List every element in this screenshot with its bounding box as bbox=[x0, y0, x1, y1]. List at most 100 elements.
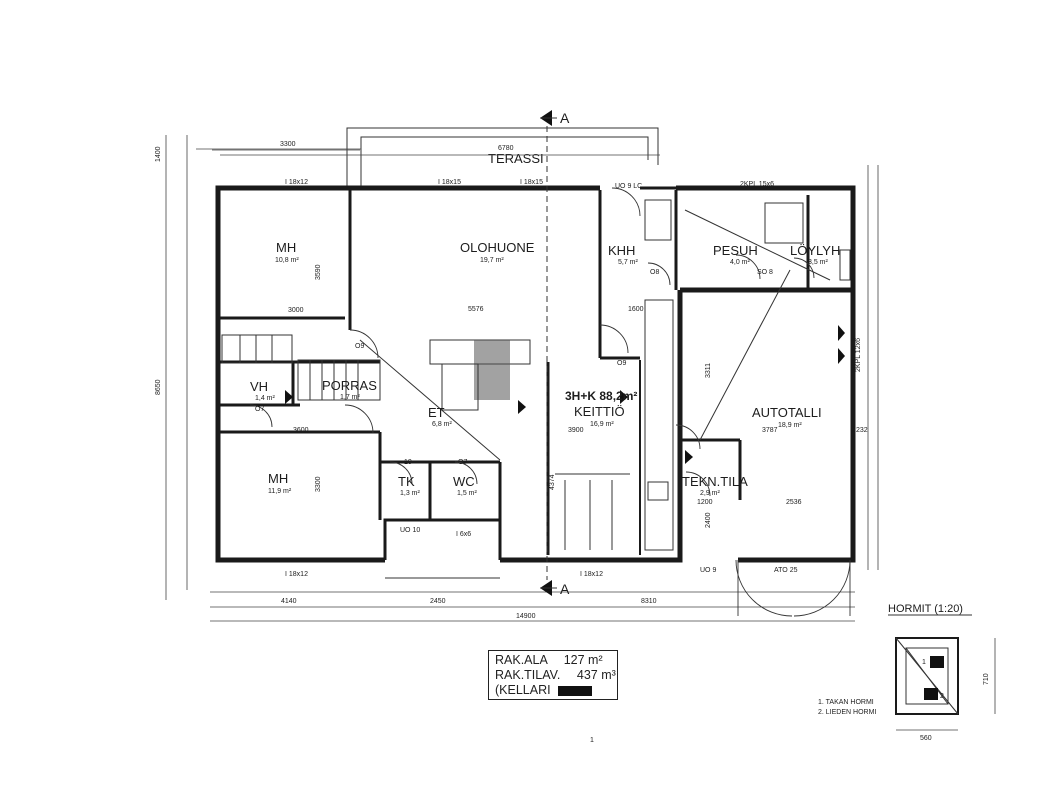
hormit-num-2: 2 bbox=[940, 693, 944, 700]
room-wc: WC bbox=[453, 474, 475, 489]
room-tk: TK bbox=[398, 474, 415, 489]
svg-text:O9: O9 bbox=[617, 360, 626, 367]
room-pesuh-area: 4,0 m² bbox=[730, 259, 751, 266]
redacted-block bbox=[558, 685, 593, 696]
svg-text:O7: O7 bbox=[255, 406, 264, 413]
interior-dimensions: 3590 3000 5576 1600 3600 3300 3900 4374 … bbox=[288, 264, 868, 528]
svg-text:I 18x12: I 18x12 bbox=[285, 179, 308, 186]
hormit-width: 560 bbox=[920, 735, 932, 742]
room-tekn-tila-area: 2,9 m² bbox=[700, 490, 721, 497]
room-porras-area: 1,7 m² bbox=[340, 394, 361, 401]
room-olohuone-area: 19,7 m² bbox=[480, 257, 504, 264]
rak-ala-label: RAK.ALA bbox=[495, 653, 548, 667]
room-tk-area: 1,3 m² bbox=[400, 490, 421, 497]
room-et: ET bbox=[428, 405, 445, 420]
dim-14900: 14900 bbox=[516, 613, 536, 620]
dim-2450: 2450 bbox=[430, 598, 446, 605]
svg-text:3300: 3300 bbox=[315, 476, 322, 492]
dim-1400: 1400 bbox=[155, 146, 162, 162]
room-vh-area: 1,4 m² bbox=[255, 395, 276, 402]
window-labels: I 18x12 I 18x15 I 18x15 2KPL 15x6 I 18x1… bbox=[285, 179, 862, 578]
svg-text:3000: 3000 bbox=[288, 307, 304, 314]
room-mh-2: MH bbox=[268, 471, 288, 486]
svg-text:4374: 4374 bbox=[549, 474, 556, 490]
section-markers: A A bbox=[540, 110, 570, 597]
room-mh-1: MH bbox=[276, 240, 296, 255]
building-stats-box: RAK.ALA 127 m² RAK.TILAV. 437 m³ (KELLAR… bbox=[488, 650, 618, 700]
svg-text:5576: 5576 bbox=[468, 306, 484, 313]
svg-text:O9: O9 bbox=[355, 343, 364, 350]
svg-text:O8: O8 bbox=[650, 269, 659, 276]
svg-text:10: 10 bbox=[404, 459, 412, 466]
room-keittio: KEITTIÖ bbox=[574, 404, 625, 419]
rak-ala-row: RAK.ALA 127 m² bbox=[495, 653, 611, 668]
svg-text:3590: 3590 bbox=[315, 264, 322, 280]
door-labels: UO 9 LC UO 9 UO 10 ATO 25 O9 O9 O7 O7 O8… bbox=[255, 183, 798, 574]
room-loylyh-area: 3,5 m² bbox=[808, 259, 829, 266]
kellari-label: (KELLARI bbox=[495, 683, 551, 697]
svg-text:1200: 1200 bbox=[697, 499, 713, 506]
room-olohuone: OLOHUONE bbox=[460, 240, 535, 255]
room-wc-area: 1,5 m² bbox=[457, 490, 478, 497]
room-khh: KHH bbox=[608, 243, 635, 258]
dim-3300-top: 3300 bbox=[280, 141, 296, 148]
dim-8310: 8310 bbox=[641, 598, 657, 605]
interior-walls bbox=[220, 190, 851, 555]
room-vh: VH bbox=[250, 379, 268, 394]
svg-text:2536: 2536 bbox=[786, 499, 802, 506]
dimension-lines: 3300 6780 1400 8650 4140 2450 8310 14900 bbox=[155, 135, 879, 622]
rak-tilav-value: 437 m³ bbox=[576, 668, 616, 682]
hormit-detail: HORMIT (1:20) 1 2 560 710 1. TAKAN HORMI… bbox=[818, 603, 996, 742]
room-mh-2-area: 11,9 m² bbox=[268, 488, 292, 495]
svg-text:ATO 25: ATO 25 bbox=[774, 567, 798, 574]
room-mh-1-area: 10,8 m² bbox=[275, 257, 299, 264]
hormit-title: HORMIT (1:20) bbox=[888, 603, 963, 615]
svg-text:UO 9: UO 9 bbox=[700, 567, 716, 574]
svg-text:2400: 2400 bbox=[705, 512, 712, 528]
room-keittio-area: 16,9 m² bbox=[590, 421, 614, 428]
room-tekn-tila: TEKN.TILA bbox=[682, 474, 748, 489]
hormit-height: 710 bbox=[983, 673, 990, 685]
kellari-row: (KELLARI bbox=[495, 683, 611, 698]
terrace: TERASSI bbox=[346, 127, 659, 186]
section-label-bottom: A bbox=[560, 581, 570, 597]
svg-text:SO 8: SO 8 bbox=[757, 269, 773, 276]
svg-text:232: 232 bbox=[856, 427, 868, 434]
svg-text:3311: 3311 bbox=[705, 363, 712, 378]
svg-text:O7: O7 bbox=[458, 459, 467, 466]
rak-tilav-label: RAK.TILAV. bbox=[495, 668, 561, 682]
svg-text:UO 9 LC: UO 9 LC bbox=[615, 183, 642, 190]
hormit-num-1: 1 bbox=[922, 659, 926, 666]
room-terassi: TERASSI bbox=[488, 151, 544, 166]
room-pesuh: PESUH bbox=[713, 243, 758, 258]
room-autotalli-area: 18,9 m² bbox=[778, 422, 802, 429]
svg-text:3600: 3600 bbox=[293, 427, 309, 434]
dim-6780: 6780 bbox=[498, 145, 514, 152]
room-khh-area: 5,7 m² bbox=[618, 259, 639, 266]
dim-8650: 8650 bbox=[155, 379, 162, 395]
room-porras: PORRAS bbox=[322, 378, 377, 393]
page-number: 1 bbox=[590, 737, 594, 744]
svg-text:3787: 3787 bbox=[762, 427, 778, 434]
rak-tilav-row: RAK.TILAV. 437 m³ bbox=[495, 668, 616, 683]
svg-text:I 18x15: I 18x15 bbox=[520, 179, 543, 186]
doors bbox=[249, 187, 851, 617]
svg-text:I 18x12: I 18x12 bbox=[285, 571, 308, 578]
room-et-area: 6,8 m² bbox=[432, 421, 453, 428]
dim-4140: 4140 bbox=[281, 598, 297, 605]
svg-text:I 18x12: I 18x12 bbox=[580, 571, 603, 578]
svg-text:1600: 1600 bbox=[628, 306, 644, 313]
svg-text:2KPL 15x6: 2KPL 15x6 bbox=[740, 181, 774, 188]
svg-text:2KPL 12x6: 2KPL 12x6 bbox=[855, 338, 862, 372]
room-autotalli: AUTOTALLI bbox=[752, 405, 822, 420]
svg-text:I 18x15: I 18x15 bbox=[438, 179, 461, 186]
rak-ala-value: 127 m² bbox=[563, 653, 603, 667]
svg-text:I 6x6: I 6x6 bbox=[456, 531, 471, 538]
room-labels: MH 10,8 m² OLOHUONE 19,7 m² KHH 5,7 m² P… bbox=[250, 240, 840, 497]
total-area: 3H+K 88,2m² bbox=[565, 389, 637, 403]
svg-text:UO 10: UO 10 bbox=[400, 527, 420, 534]
hormit-note-1: 1. TAKAN HORMI bbox=[818, 699, 874, 706]
arrow-markers bbox=[285, 325, 845, 464]
room-loylyh: LÖYLYH bbox=[790, 243, 840, 258]
